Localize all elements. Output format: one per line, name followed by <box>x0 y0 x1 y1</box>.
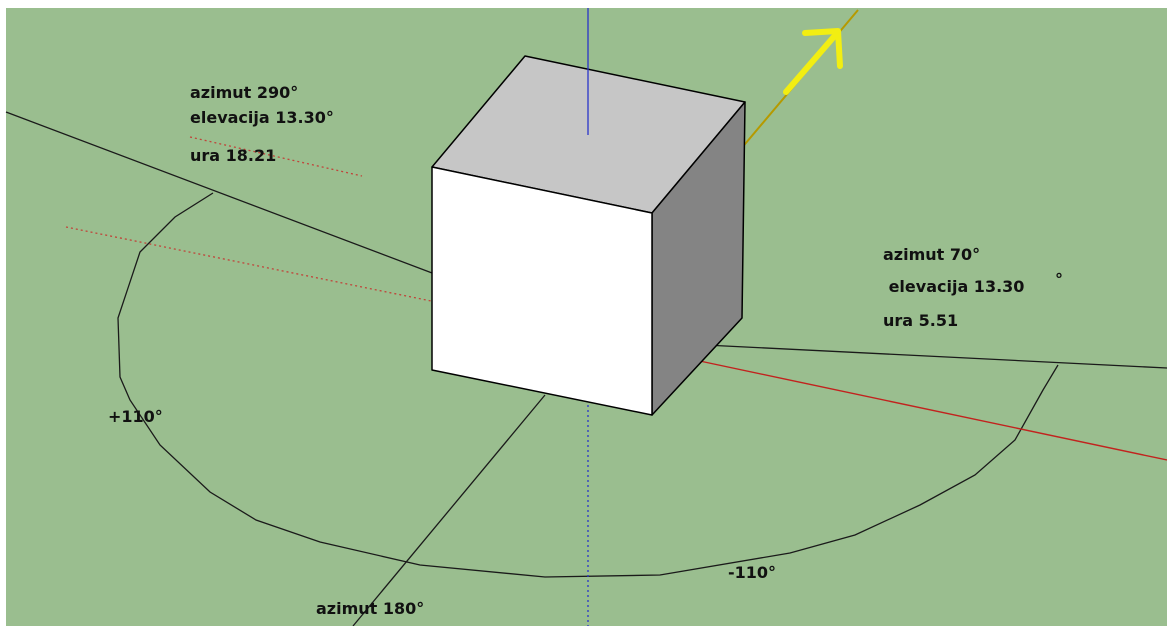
west-horizon-line <box>5 111 441 277</box>
red-axis-line <box>694 359 1167 461</box>
sun-direction-arrow-icon <box>783 28 843 95</box>
east-elevation-label: elevacija 13.30 <box>883 277 1024 296</box>
west-azimuth-label: azimut 290° <box>190 83 298 102</box>
angle-plus-label: +110° <box>108 407 163 426</box>
south-azimuth-label: azimut 180° <box>316 599 424 618</box>
cube-front-face <box>431 166 653 416</box>
sun-path-arc <box>117 192 1059 578</box>
south-line <box>352 394 546 626</box>
west-sight-line-upper <box>189 136 363 177</box>
east-azimuth-label: azimut 70° <box>883 245 980 264</box>
west-elevation-label: elevacija 13.30° <box>190 108 334 127</box>
east-elevation-degree-label: ° <box>1055 270 1063 289</box>
west-time-label: ura 18.21 <box>190 146 276 165</box>
east-time-label: ura 5.51 <box>883 311 958 330</box>
east-horizon-line <box>704 344 1167 369</box>
angle-minus-label: -110° <box>728 563 776 582</box>
